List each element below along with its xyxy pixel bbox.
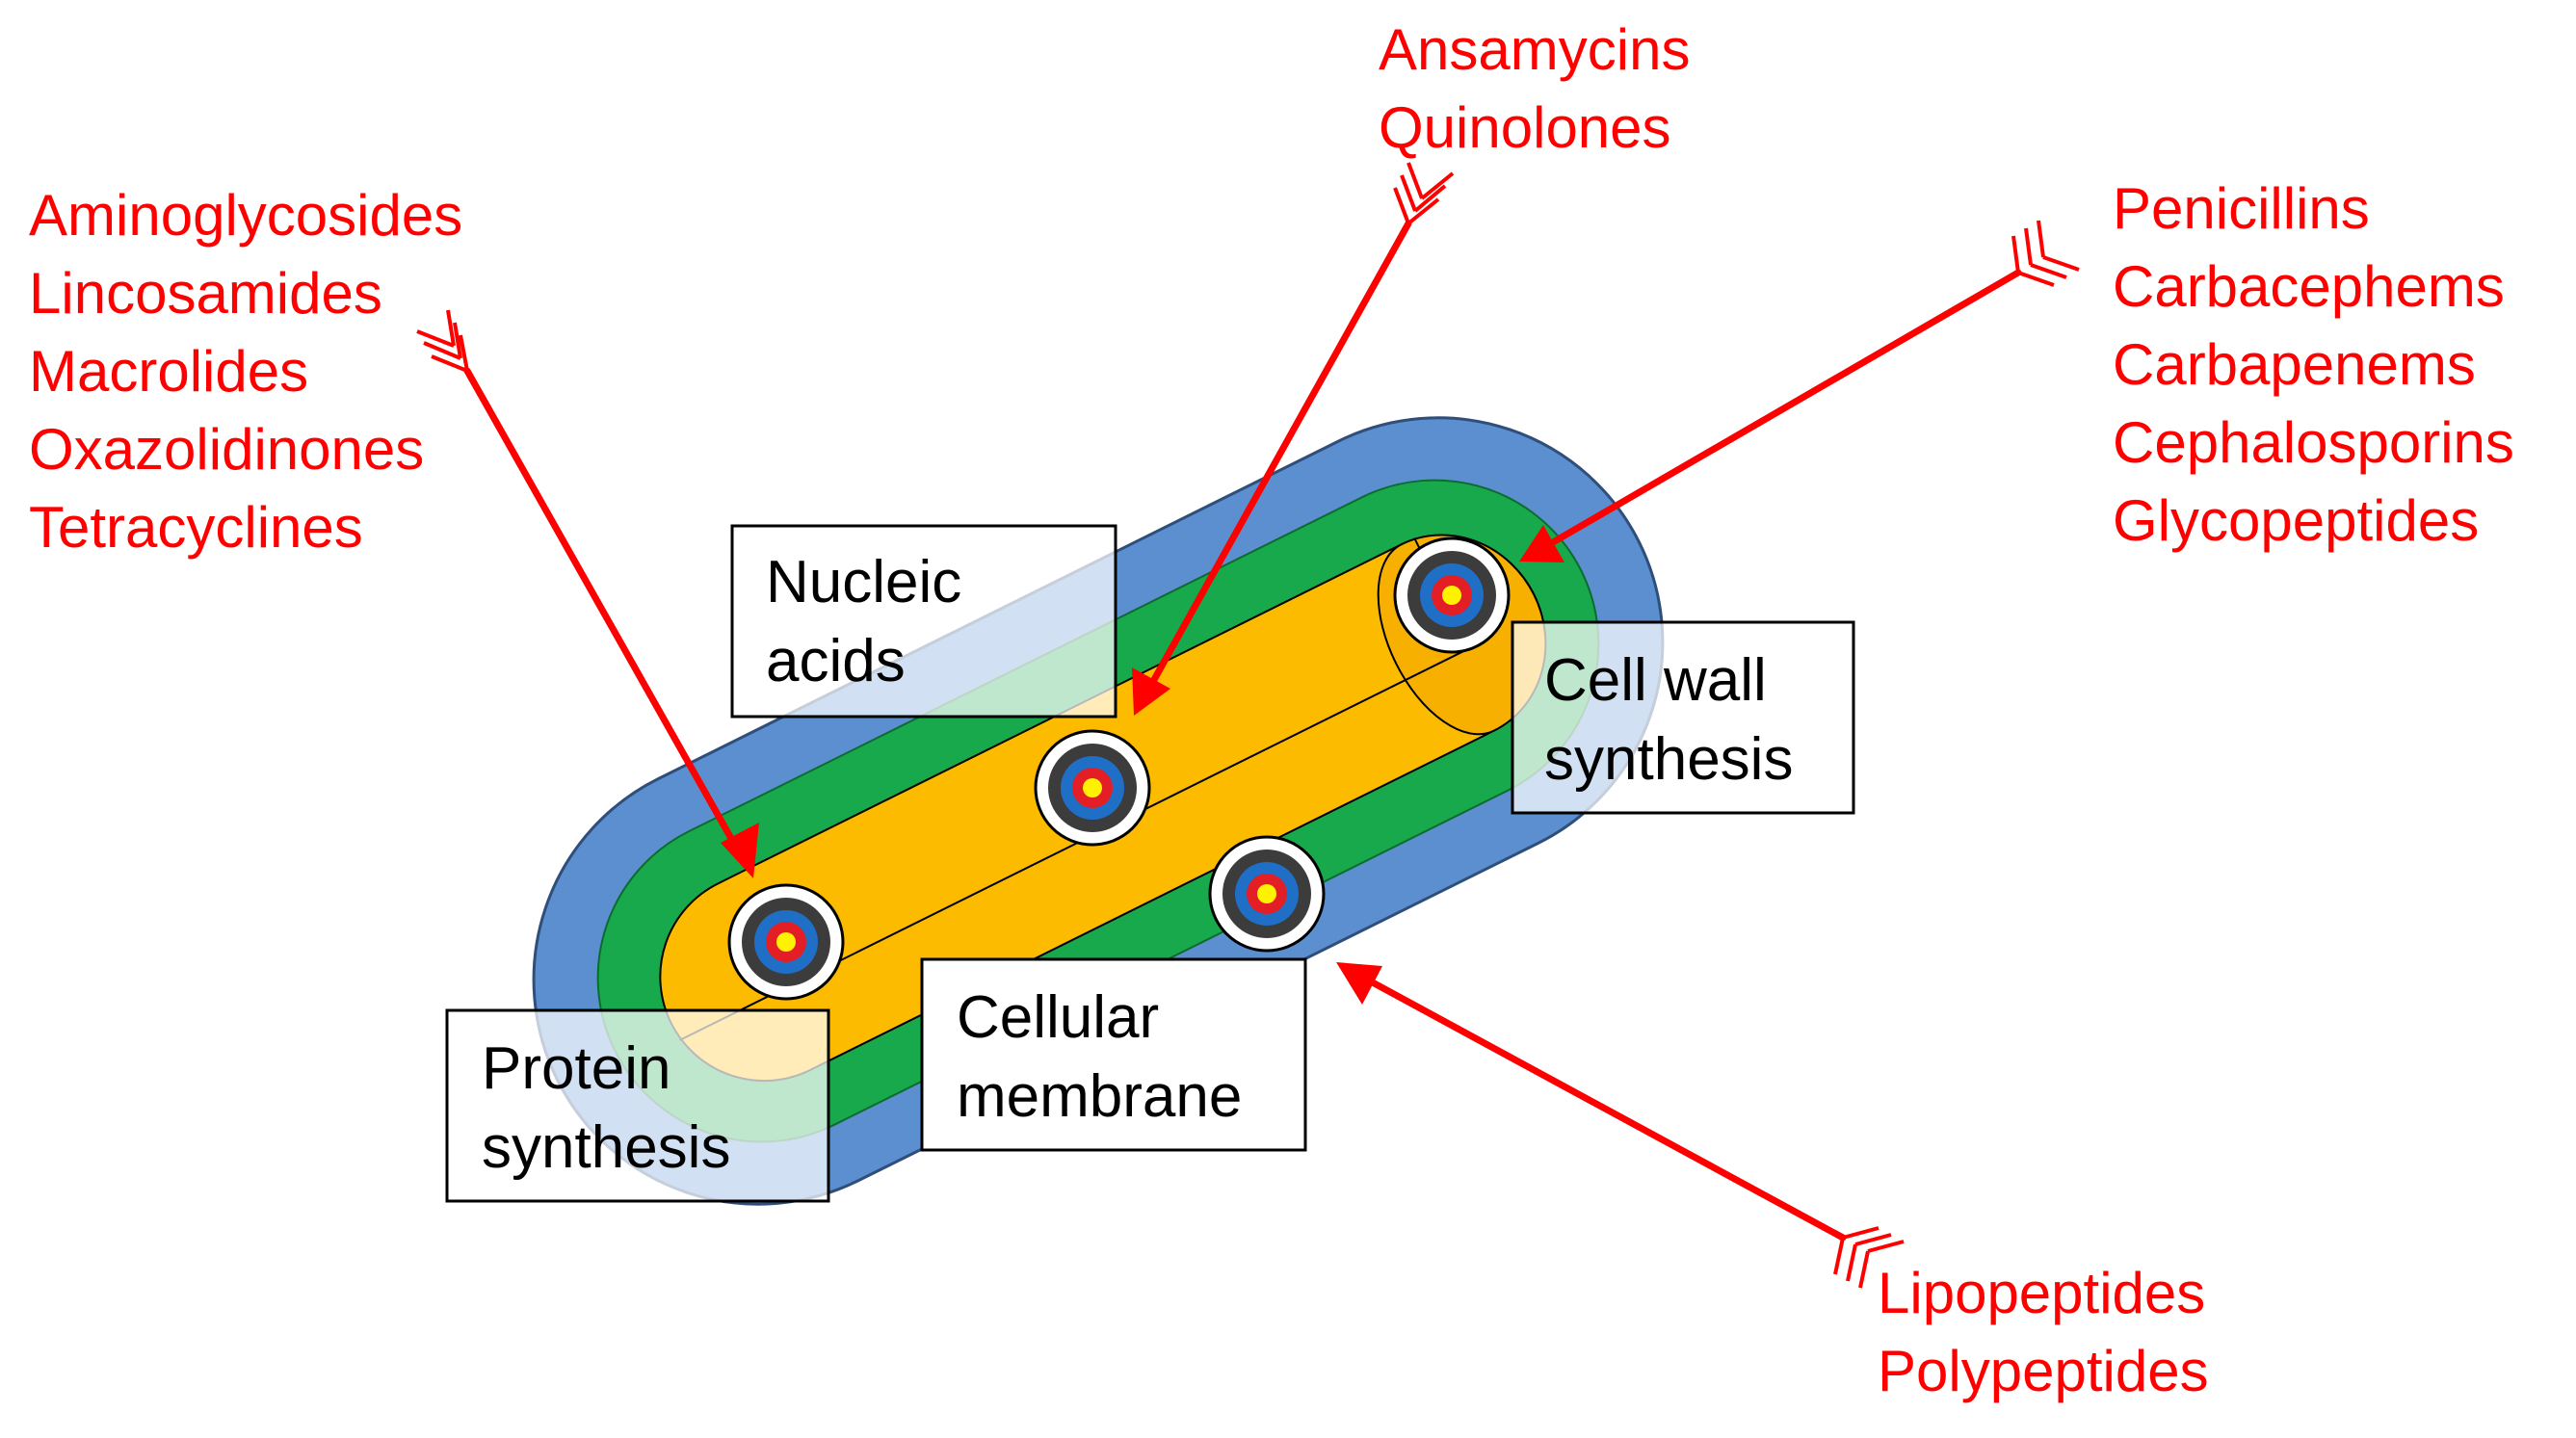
label-cellular-membrane: Cellular membrane [920, 957, 1307, 1152]
svg-text:acids: acids [766, 628, 906, 694]
svg-text:membrane: membrane [957, 1063, 1242, 1130]
svg-text:Polypeptides: Polypeptides [1878, 1339, 2209, 1403]
arrow-cell-wall-synthesis [1519, 220, 2080, 562]
svg-text:Tetracyclines: Tetracyclines [29, 495, 363, 560]
label-nucleic-acids: Nucleic acids [730, 524, 1117, 719]
svg-text:Glycopeptides: Glycopeptides [2113, 488, 2479, 553]
svg-text:Lipopeptides: Lipopeptides [1878, 1261, 2205, 1325]
arrow-protein-synthesis [416, 309, 759, 878]
target-protein-synthesis [727, 883, 845, 1001]
svg-text:Cell wall: Cell wall [1544, 647, 1767, 714]
svg-text:Cellular: Cellular [957, 984, 1159, 1051]
svg-text:synthesis: synthesis [1544, 726, 1793, 793]
drugs-nucleic-acids: Ansamycins Quinolones [1379, 17, 1690, 160]
target-cellular-membrane [1208, 835, 1326, 953]
svg-text:Nucleic: Nucleic [766, 549, 961, 615]
svg-text:Aminoglycosides: Aminoglycosides [29, 183, 462, 248]
svg-text:Protein: Protein [482, 1035, 670, 1102]
svg-text:Carbapenems: Carbapenems [2113, 332, 2476, 397]
drugs-protein-synthesis: Aminoglycosides Lincosamides Macrolides … [29, 183, 462, 560]
svg-text:Lincosamides: Lincosamides [29, 261, 382, 326]
svg-text:Carbacephems: Carbacephems [2113, 254, 2505, 319]
svg-text:Oxazolidinones: Oxazolidinones [29, 417, 424, 482]
drugs-cell-wall-synthesis: Penicillins Carbacephems Carbapenems Cep… [2113, 176, 2514, 553]
target-cell-wall-synthesis [1393, 536, 1511, 654]
label-cell-wall-synthesis: Cell wall synthesis [1511, 620, 1855, 815]
svg-text:Ansamycins: Ansamycins [1379, 17, 1690, 82]
svg-text:synthesis: synthesis [482, 1114, 730, 1181]
arrow-nucleic-acids [1132, 162, 1455, 716]
svg-text:Penicillins: Penicillins [2113, 176, 2370, 241]
label-protein-synthesis: Protein synthesis [445, 1008, 830, 1203]
drugs-cellular-membrane: Lipopeptides Polypeptides [1878, 1261, 2209, 1403]
target-nucleic-acids [1034, 729, 1151, 847]
svg-text:Quinolones: Quinolones [1379, 95, 1671, 160]
svg-text:Cephalosporins: Cephalosporins [2113, 410, 2514, 475]
svg-text:Macrolides: Macrolides [29, 339, 308, 404]
arrow-cellular-membrane [1336, 962, 1905, 1289]
